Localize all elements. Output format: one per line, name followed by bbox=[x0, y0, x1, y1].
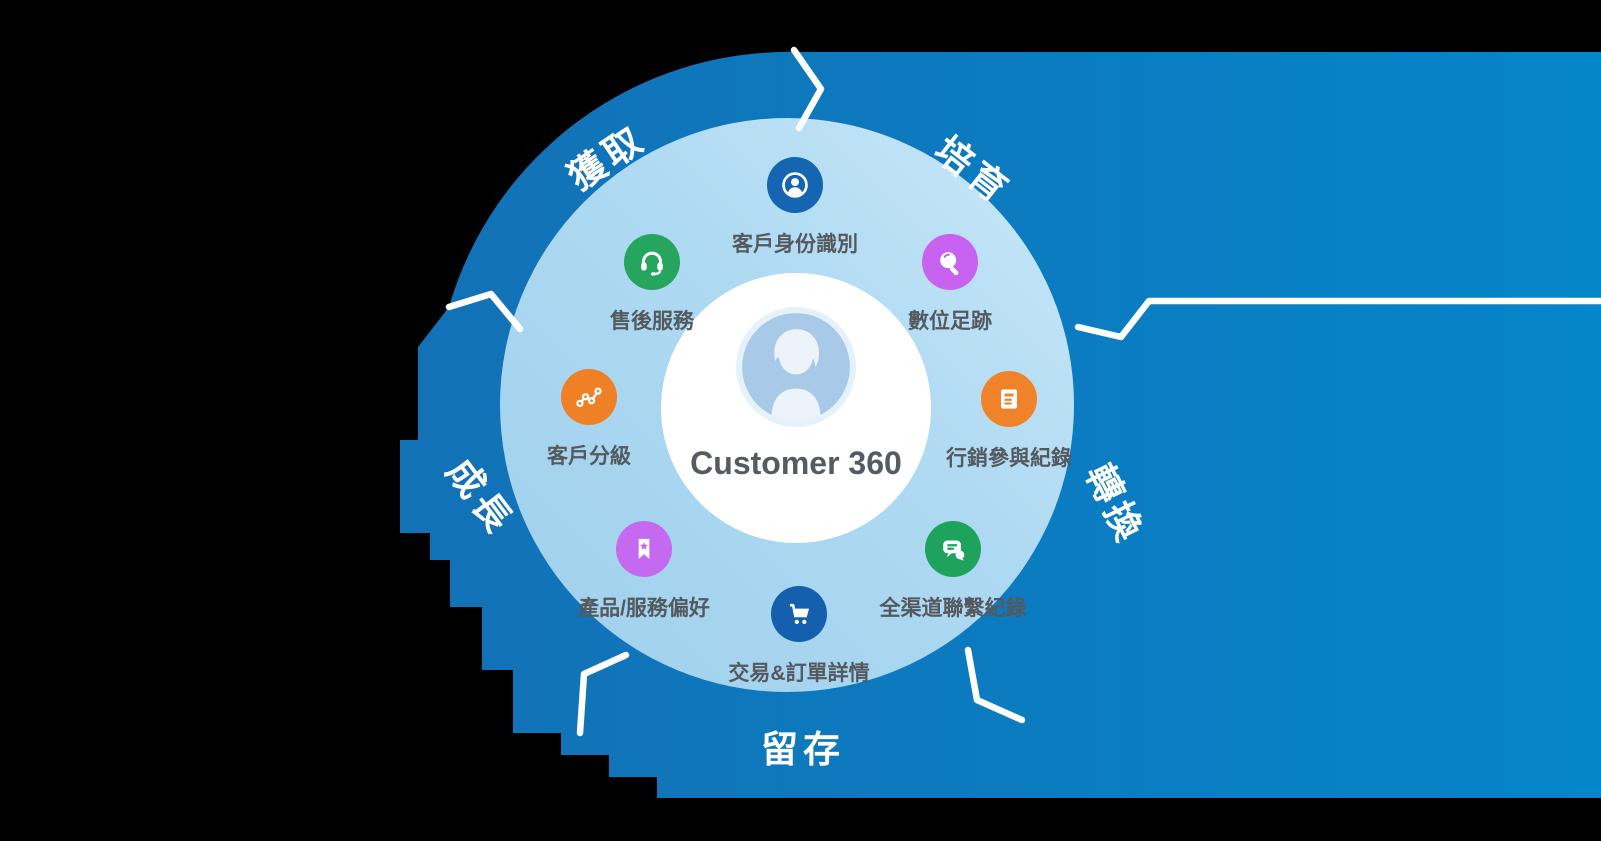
center-content: Customer 360 bbox=[661, 273, 931, 543]
stage-divider-left bbox=[445, 290, 524, 333]
attribute-label: 售後服務 bbox=[610, 310, 694, 333]
stage-divider-right bbox=[1074, 297, 1601, 341]
attribute-label: 全渠道聯繫紀錄 bbox=[879, 597, 1027, 620]
attribute-label: 交易&訂單詳情 bbox=[728, 662, 870, 685]
chat-bubbles-icon bbox=[925, 521, 981, 577]
person-badge-icon bbox=[767, 157, 823, 213]
attribute-marketing-engagement: 行銷參與紀錄 bbox=[879, 371, 1139, 472]
stage-divider-bottom-right bbox=[964, 646, 1026, 724]
attribute-omnichannel-contact: 全渠道聯繫紀錄 bbox=[823, 521, 1083, 622]
attribute-label: 數位足跡 bbox=[908, 310, 992, 333]
attribute-label: 客戶身份識別 bbox=[732, 233, 858, 256]
avatar-body bbox=[771, 388, 821, 421]
attribute-label: 客戶分級 bbox=[547, 445, 631, 468]
bookmark-star-icon bbox=[616, 521, 672, 577]
magnifier-icon bbox=[922, 234, 978, 290]
attribute-after-sales-service: 售後服務 bbox=[522, 234, 782, 335]
attribute-label: 行銷參與紀錄 bbox=[946, 447, 1072, 470]
stage-divider-top bbox=[790, 46, 825, 132]
shopping-cart-icon bbox=[771, 586, 827, 642]
attribute-transaction-order-details: 交易&訂單詳情 bbox=[669, 586, 929, 687]
headset-icon bbox=[624, 234, 680, 290]
avatar-face bbox=[778, 336, 814, 375]
attribute-customer-identity: 客戶身份識別 bbox=[665, 157, 925, 258]
attribute-digital-footprint: 數位足跡 bbox=[820, 234, 1080, 335]
attribute-product-service-preference: 產品/服務偏好 bbox=[514, 521, 774, 622]
document-icon bbox=[981, 371, 1037, 427]
attribute-label: 產品/服務偏好 bbox=[578, 597, 710, 620]
center-title: Customer 360 bbox=[690, 445, 902, 481]
trend-line-icon bbox=[561, 369, 617, 425]
customer-avatar bbox=[742, 313, 850, 421]
attribute-customer-tiering: 客戶分級 bbox=[459, 369, 719, 470]
stage-divider-bottom-left bbox=[576, 651, 630, 737]
stage-label-retain: 留存 bbox=[761, 729, 845, 770]
